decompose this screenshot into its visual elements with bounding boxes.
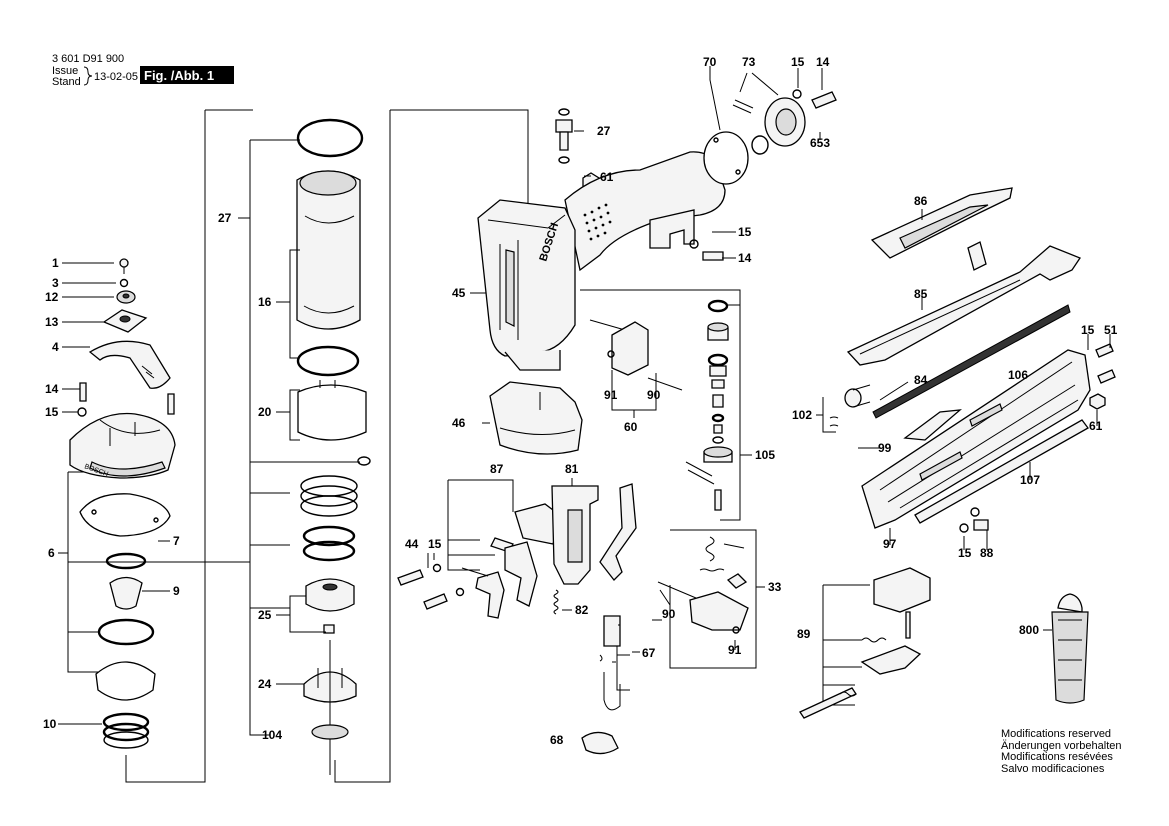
label-82: 82 bbox=[575, 603, 589, 617]
figure-label: Fig. /Abb. 1 bbox=[144, 68, 214, 83]
label-24: 24 bbox=[258, 677, 272, 691]
label-67: 67 bbox=[642, 646, 656, 660]
label-68: 68 bbox=[550, 733, 564, 747]
label-86: 86 bbox=[914, 194, 928, 208]
note-line-en: Modifications reserved bbox=[1001, 728, 1112, 740]
handle-grip-dots bbox=[583, 203, 612, 241]
label-97: 97 bbox=[883, 537, 897, 551]
label-27-left: 27 bbox=[218, 211, 232, 225]
label-14-top: 14 bbox=[816, 55, 830, 69]
label-89: 89 bbox=[797, 627, 811, 641]
label-70: 70 bbox=[703, 55, 717, 69]
label-13: 13 bbox=[45, 315, 59, 329]
header-date: 13-02-05 bbox=[94, 71, 138, 83]
cap-parts bbox=[703, 89, 837, 185]
label-33: 33 bbox=[768, 580, 782, 594]
label-87: 87 bbox=[490, 462, 504, 476]
magazine-parts bbox=[829, 187, 1116, 533]
label-84: 84 bbox=[914, 373, 928, 387]
label-27-right: 27 bbox=[597, 124, 611, 138]
label-25: 25 bbox=[258, 608, 272, 622]
note-line-es: Salvo modificaciones bbox=[1001, 762, 1105, 775]
label-81: 81 bbox=[565, 462, 579, 476]
label-15-top: 15 bbox=[791, 55, 805, 69]
label-45: 45 bbox=[452, 286, 466, 300]
label-104: 104 bbox=[262, 728, 282, 742]
label-10: 10 bbox=[43, 717, 57, 731]
label-15-handle: 15 bbox=[738, 225, 752, 239]
doc-number: 3 601 D91 900 bbox=[52, 53, 124, 65]
label-1: 1 bbox=[52, 256, 59, 270]
stand-label: Stand bbox=[52, 76, 81, 88]
housing-parts: BOSCH bbox=[477, 108, 726, 455]
contact-trip-parts bbox=[397, 483, 637, 755]
label-15-trip: 15 bbox=[428, 537, 442, 551]
label-3: 3 bbox=[52, 276, 59, 290]
label-9: 9 bbox=[173, 584, 180, 598]
label-107: 107 bbox=[1020, 473, 1040, 487]
label-91-lower: 91 bbox=[728, 643, 742, 657]
label-44: 44 bbox=[405, 537, 419, 551]
header: 3 601 D91 900 Issue Stand 13-02-05 Fig. … bbox=[52, 53, 234, 88]
label-60: 60 bbox=[624, 420, 638, 434]
center-parts bbox=[296, 118, 371, 775]
issue-label: Issue bbox=[52, 65, 78, 77]
adjuster-parts bbox=[799, 567, 1089, 719]
modifications-note: Modifications reserved Änderungen vorbeh… bbox=[1001, 728, 1122, 775]
label-12: 12 bbox=[45, 290, 59, 304]
note-line-fr: Modifications resévées bbox=[1001, 751, 1113, 763]
label-16: 16 bbox=[258, 295, 272, 309]
header-brace bbox=[83, 66, 93, 86]
label-4: 4 bbox=[52, 340, 59, 354]
label-91-upper: 91 bbox=[604, 388, 618, 402]
label-14-handle: 14 bbox=[738, 251, 752, 265]
figure-badge bbox=[140, 66, 234, 84]
label-88: 88 bbox=[980, 546, 994, 560]
label-90-upper: 90 bbox=[647, 388, 661, 402]
label-85: 85 bbox=[914, 287, 928, 301]
label-99: 99 bbox=[878, 441, 892, 455]
label-90-lower: 90 bbox=[662, 607, 676, 621]
label-61-mag: 61 bbox=[1089, 419, 1103, 433]
label-46: 46 bbox=[452, 416, 466, 430]
label-6: 6 bbox=[48, 546, 55, 560]
bracket-lines bbox=[58, 72, 870, 783]
leader-lines bbox=[58, 66, 1111, 725]
label-106: 106 bbox=[1008, 368, 1028, 382]
label-102: 102 bbox=[792, 408, 812, 422]
part-labels: 1 3 12 13 4 14 15 6 7 9 10 27 16 20 25 2… bbox=[43, 55, 1118, 747]
label-653: 653 bbox=[810, 136, 830, 150]
label-61-top: 61 bbox=[600, 170, 614, 184]
label-51: 51 bbox=[1104, 323, 1118, 337]
label-15-bottom: 15 bbox=[958, 546, 972, 560]
label-800: 800 bbox=[1019, 623, 1039, 637]
label-14-left: 14 bbox=[45, 382, 59, 396]
note-line-de: Änderungen vorbehalten bbox=[1001, 739, 1122, 752]
label-15-mag: 15 bbox=[1081, 323, 1095, 337]
label-73: 73 bbox=[742, 55, 756, 69]
label-20: 20 bbox=[258, 405, 272, 419]
label-7: 7 bbox=[173, 534, 180, 548]
trigger-valve-parts bbox=[589, 299, 749, 634]
label-15-left: 15 bbox=[45, 405, 59, 419]
label-105: 105 bbox=[755, 448, 775, 462]
left-parts: BOSCH bbox=[69, 258, 176, 749]
